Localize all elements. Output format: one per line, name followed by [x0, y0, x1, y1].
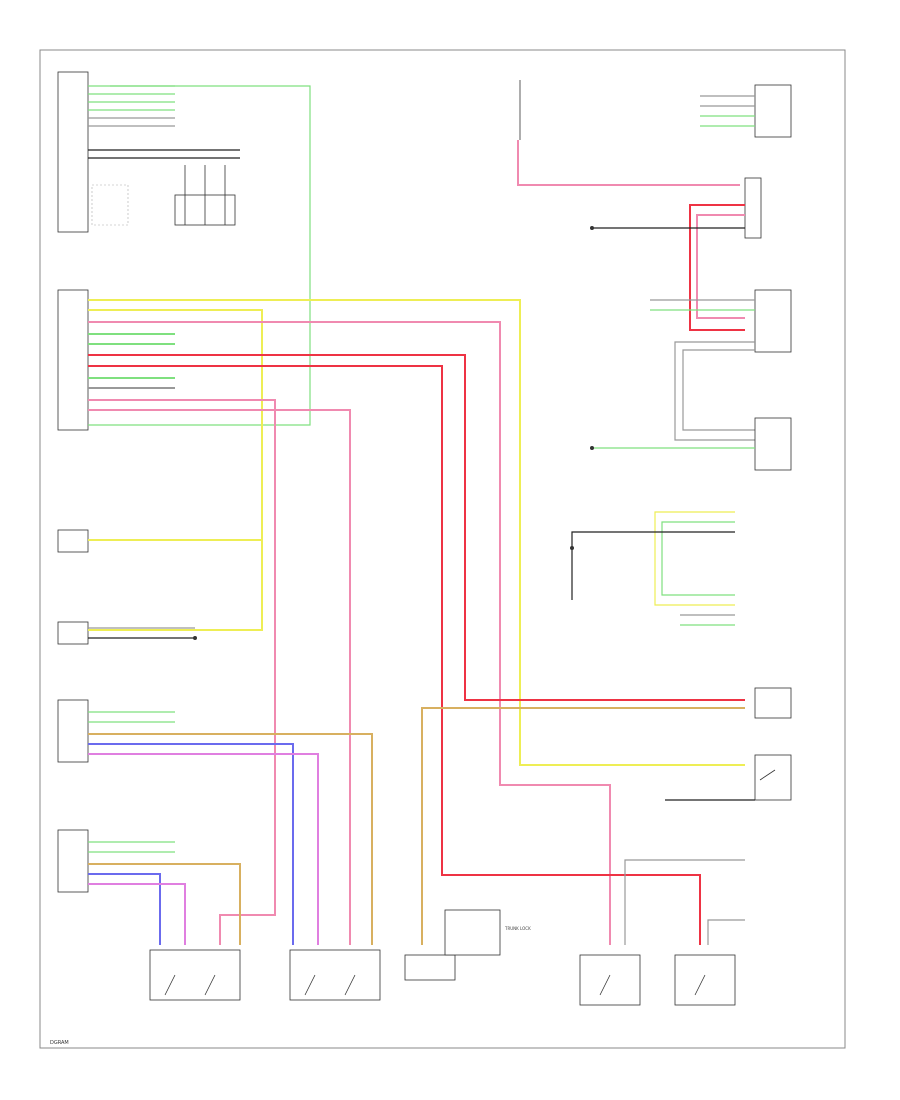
trunk-lid-lock-motor[interactable]	[754, 687, 792, 719]
rear-electronic-module[interactable]	[754, 417, 792, 471]
red-wire-module	[689, 204, 745, 331]
climate-control-module[interactable]	[57, 71, 89, 233]
trunk-lock-label: TRUNK LOCK	[504, 926, 531, 931]
power-distribution-wires	[700, 95, 755, 127]
left-front-door-lock-motor[interactable]	[149, 949, 241, 1001]
fuel-filler-lock-actuator[interactable]	[444, 909, 501, 956]
left-rear-door-lock-motor[interactable]	[579, 954, 641, 1006]
power-distribution-box[interactable]	[754, 84, 792, 138]
central-lock-wires	[650, 299, 755, 441]
rear-door-ground-wires	[624, 859, 745, 945]
left-rear-switch-wires	[88, 627, 197, 640]
right-rear-door-lock-motor[interactable]	[674, 954, 736, 1006]
central-lock-module[interactable]	[754, 289, 792, 353]
left-front-door-wires	[88, 841, 241, 945]
climate-wires	[88, 85, 311, 426]
ground-icon	[570, 546, 574, 550]
central-module-wires	[88, 299, 745, 945]
central-electronic-module[interactable]	[57, 289, 89, 431]
right-front-door-lock-motor[interactable]	[289, 949, 381, 1001]
relay-contacts	[184, 165, 226, 225]
actuator-switch-symbols	[164, 769, 776, 996]
ground-icon	[590, 226, 594, 230]
fuel-filler-wires	[571, 511, 735, 626]
fuse-red-wire	[517, 140, 740, 186]
page-id: DGRAM	[50, 1040, 69, 1046]
ground-icon	[590, 446, 594, 450]
trunk-lid-lock-actuator[interactable]	[404, 954, 456, 981]
page-border	[39, 49, 846, 1049]
ground-icon	[193, 636, 197, 640]
left-rear-door-switch[interactable]	[57, 621, 89, 645]
pink-wire-module	[696, 214, 745, 319]
left-front-door-control-module[interactable]	[57, 829, 89, 893]
trunk-release-switch[interactable]	[754, 754, 792, 801]
tan-wire-trunk	[421, 707, 745, 945]
climate-module-inner	[91, 184, 129, 226]
trunk-lid-switch[interactable]	[744, 177, 762, 239]
right-front-door-wires	[88, 711, 373, 945]
right-rear-door-switch[interactable]	[57, 529, 89, 553]
right-front-door-control-module[interactable]	[57, 699, 89, 763]
